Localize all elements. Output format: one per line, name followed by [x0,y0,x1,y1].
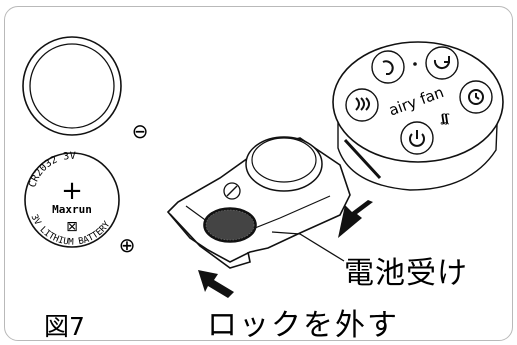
brand-logo-icon: ʆʆ [440,112,450,125]
push-arrow-icon [338,200,373,238]
battery-back [22,36,122,136]
unlock-arrow-icon [198,270,234,298]
figure-frame [4,6,513,341]
figure-number: 図7 [44,312,85,341]
leader-line [271,231,345,262]
remote-controller [332,41,504,191]
unlock-label: ロックを外す [207,308,399,343]
battery-holder-tray [166,136,351,269]
timer-icon [382,60,394,75]
plus-symbol: ⊕ [119,233,136,257]
power-icon [409,130,425,147]
oscillate-icon [468,89,484,105]
swing-icon [433,56,450,70]
recycle-icon: ⊠ [66,219,78,235]
battery-brand: Maxrun [52,203,92,216]
minus-symbol: ⊖ [132,119,149,143]
battery-plus: + [61,176,83,206]
mode-icon [355,97,370,111]
battery-holder-label: 電池受け [344,256,468,291]
battery-front: CR2032 3V 3V LITHIUM BATTERY + Maxrun ⊠ [24,151,120,248]
